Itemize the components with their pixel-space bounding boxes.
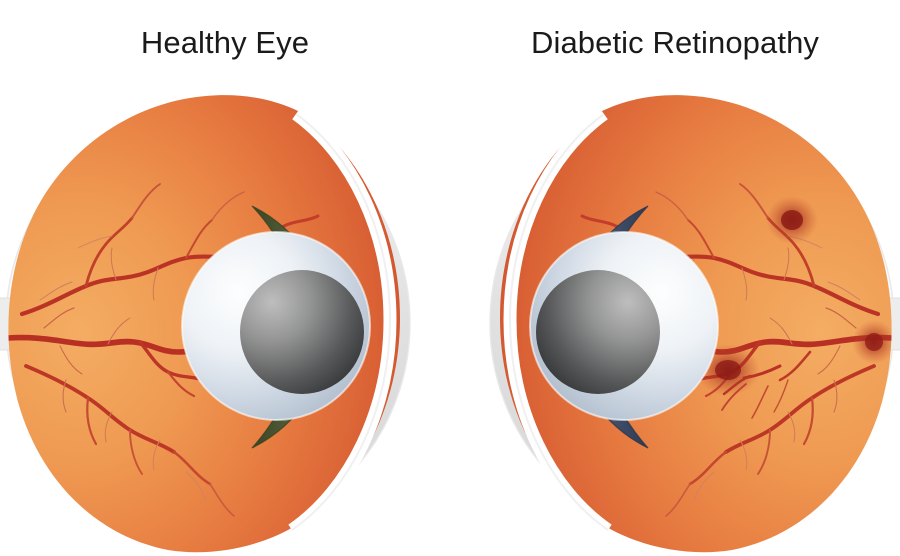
lens-diabetic — [529, 231, 719, 421]
eye-diagram-diabetic — [450, 80, 900, 556]
panel-healthy-eye: Healthy Eye — [0, 25, 450, 556]
eye-diagram-healthy — [0, 80, 450, 556]
panel-title-diabetic: Diabetic Retinopathy — [530, 25, 820, 60]
cornea-limbus-healthy — [288, 108, 397, 536]
lens-nucleus-diabetic — [536, 270, 660, 394]
lens-healthy — [181, 231, 371, 421]
healthy-eye-svg — [0, 95, 411, 553]
lens-nucleus-healthy — [240, 270, 364, 394]
diabetic-eye-svg — [489, 95, 900, 553]
cornea-limbus-diabetic — [503, 108, 612, 536]
retinal-hemorrhages-diabetic — [696, 196, 892, 396]
panel-diabetic-retinopathy: Diabetic Retinopathy — [450, 0, 900, 556]
panel-title-healthy: Healthy Eye — [140, 25, 310, 60]
